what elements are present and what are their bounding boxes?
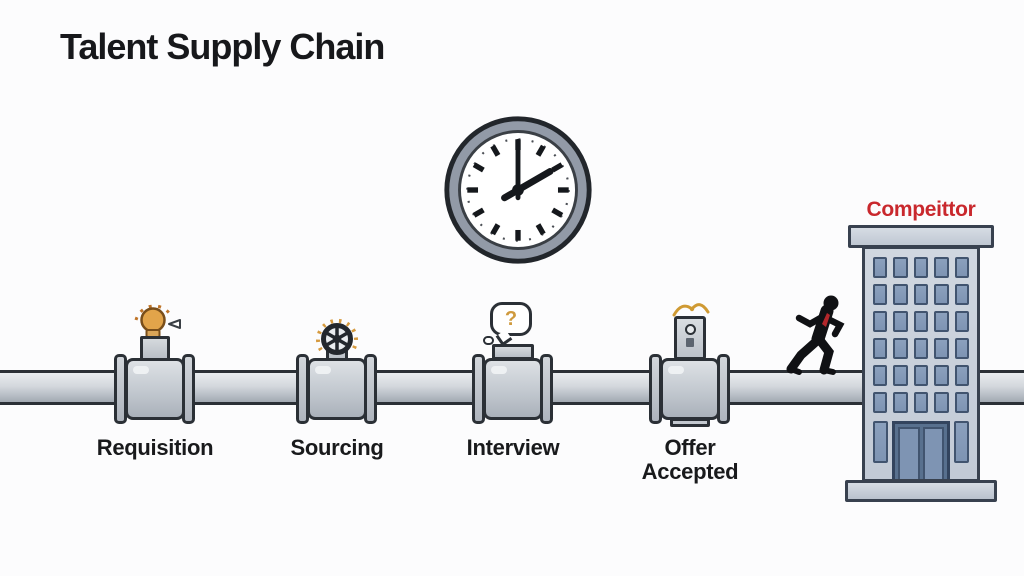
building-window xyxy=(873,421,888,463)
pointing-hand-icon xyxy=(168,319,181,329)
stage-label-offer-accepted: Offer Accepted xyxy=(641,435,739,484)
building-ground-floor xyxy=(873,421,969,479)
building-window xyxy=(913,257,929,278)
building-door xyxy=(892,421,950,479)
building-window xyxy=(934,392,949,413)
building-window xyxy=(934,257,949,278)
building-window xyxy=(893,338,908,359)
building-window xyxy=(954,257,969,278)
building-roof xyxy=(848,225,994,248)
building-window xyxy=(893,257,908,278)
building-base xyxy=(845,480,997,502)
valve-body xyxy=(483,358,543,420)
valve-body xyxy=(307,358,367,420)
building-windows xyxy=(873,257,969,413)
competitor-label: Compeittor xyxy=(866,198,976,221)
mini-speech-bubble-icon xyxy=(483,336,494,345)
building-window xyxy=(873,284,888,305)
building-window xyxy=(913,392,929,413)
building-window xyxy=(873,338,888,359)
gold-ribbon-gauge-icon xyxy=(674,316,706,360)
building-window xyxy=(954,311,969,332)
lightbulb-idea-icon xyxy=(134,304,181,338)
stage-offer-accepted: Offer Accepted xyxy=(605,300,775,500)
building-window xyxy=(873,365,888,386)
stage-label-requisition: Requisition xyxy=(96,435,214,460)
building-window xyxy=(913,338,929,359)
valve-body xyxy=(125,358,185,420)
building-window xyxy=(934,311,949,332)
building-window xyxy=(873,392,888,413)
running-candidate-icon xyxy=(786,294,852,378)
stage-interview: ? Interview xyxy=(428,300,598,500)
gold-ribbon-icon xyxy=(672,303,710,317)
building-window xyxy=(954,365,969,386)
question-mark: ? xyxy=(504,308,518,330)
red-tie xyxy=(822,313,830,327)
building-window xyxy=(934,365,949,386)
clock-hour-hand xyxy=(501,168,554,202)
door-panel xyxy=(898,427,920,479)
building-window xyxy=(954,421,969,463)
gauge-dial-icon xyxy=(684,324,696,335)
building-window xyxy=(893,365,908,386)
building-window xyxy=(873,311,888,332)
building-window xyxy=(913,365,929,386)
valve-handwheel-icon xyxy=(316,318,358,355)
building-window xyxy=(954,392,969,413)
building-window xyxy=(934,338,949,359)
stage-label-sourcing: Sourcing xyxy=(290,435,384,460)
stage-label-interview: Interview xyxy=(466,435,560,460)
building-facade xyxy=(862,246,980,482)
door-panel xyxy=(922,427,944,479)
stage-requisition: Requisition xyxy=(70,300,240,500)
building-window xyxy=(954,338,969,359)
building-window xyxy=(913,311,929,332)
clock-svg xyxy=(444,116,592,264)
clock-icon xyxy=(440,112,596,268)
building-window xyxy=(954,284,969,305)
page-title: Talent Supply Chain xyxy=(60,26,385,67)
clock-hour-ticks xyxy=(467,139,569,241)
building-window xyxy=(934,284,949,305)
question-speech-bubble-icon: ? xyxy=(490,302,532,336)
building-window xyxy=(873,257,888,278)
building-window xyxy=(893,284,908,305)
building-window xyxy=(893,311,908,332)
competitor-building: Compeittor xyxy=(845,198,997,504)
building-window xyxy=(893,392,908,413)
valve-body xyxy=(660,358,720,420)
building-window xyxy=(913,284,929,305)
clock-hub xyxy=(512,184,524,196)
valve-bottom-flange xyxy=(670,418,710,427)
stage-sourcing: Sourcing xyxy=(252,300,422,500)
